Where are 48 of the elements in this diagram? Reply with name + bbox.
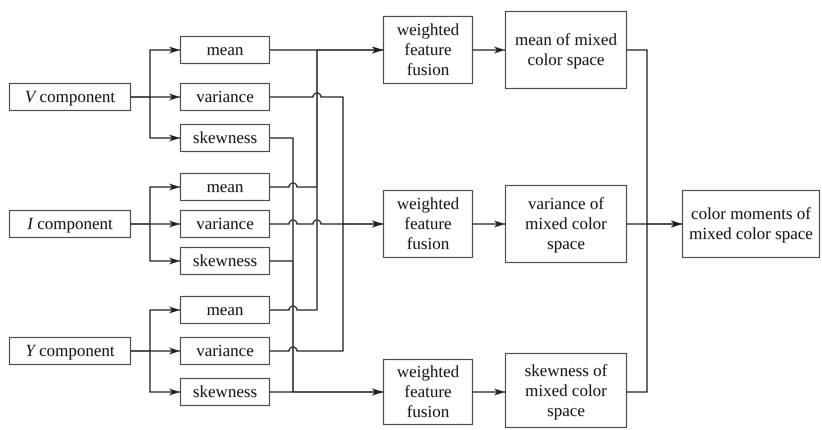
box-label: variance <box>196 214 254 234</box>
process-box <box>180 247 270 275</box>
process-box <box>505 185 627 263</box>
arrow <box>473 220 505 228</box>
box-label: skewness <box>192 382 258 402</box>
process-box <box>180 36 270 64</box>
arrow <box>270 46 383 311</box>
box-label: weighted feature fusion <box>396 362 460 422</box>
process-box <box>180 378 270 406</box>
process-box <box>180 337 270 365</box>
process-box <box>505 11 627 89</box>
arrow <box>473 46 505 54</box>
process-box <box>180 296 270 324</box>
process-box <box>383 359 473 425</box>
box-label: Y component <box>25 341 115 361</box>
box-label: skewness <box>192 128 258 148</box>
box-label: weighted feature fusion <box>396 20 460 80</box>
arrow <box>270 220 383 352</box>
box-label: variance of mixed color space <box>524 194 608 254</box>
box-label: variance <box>196 341 254 361</box>
process-box <box>9 210 131 238</box>
box-label: I component <box>27 214 113 234</box>
box-label: mean <box>206 300 244 320</box>
arrow <box>131 350 180 396</box>
arrow <box>131 223 180 264</box>
process-box <box>505 353 627 428</box>
process-box <box>180 83 270 111</box>
process-box <box>383 16 473 84</box>
box-label: V component <box>24 87 116 107</box>
arrow <box>270 388 383 396</box>
process-box <box>180 124 270 152</box>
process-box <box>9 83 131 111</box>
box-label: mean of mixed color space <box>514 30 618 70</box>
box-label: skewness of mixed color space <box>524 360 608 420</box>
box-label: variance <box>196 87 254 107</box>
box-label: mean <box>206 40 244 60</box>
box-label: color moments of mixed color space <box>688 204 814 244</box>
process-box <box>180 210 270 238</box>
process-box <box>383 190 473 258</box>
arrow <box>627 220 682 393</box>
box-label: skewness <box>192 251 258 271</box>
process-box <box>9 337 131 365</box>
box-label: weighted feature fusion <box>396 194 460 254</box>
process-box <box>682 190 820 258</box>
box-label: mean <box>206 177 244 197</box>
process-box <box>180 173 270 201</box>
arrow <box>473 388 505 396</box>
arrow <box>131 96 180 142</box>
